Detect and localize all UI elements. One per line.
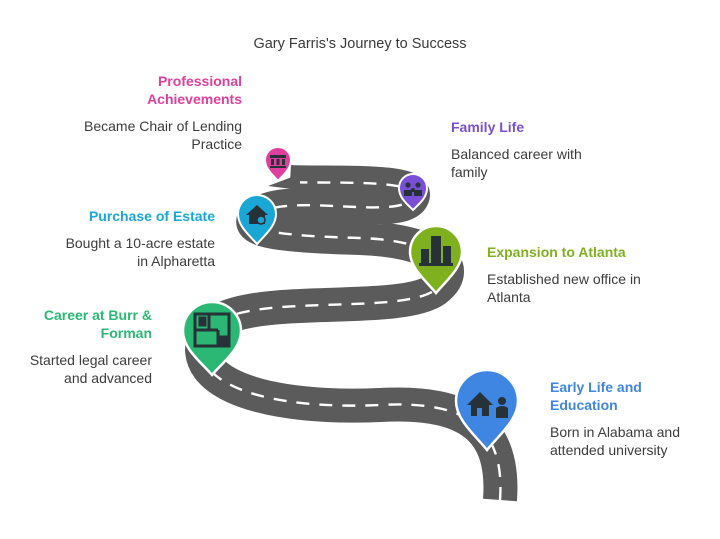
city-icon <box>419 236 453 266</box>
pin-marker <box>397 173 429 212</box>
pin-estate <box>236 194 278 246</box>
pin-burr-forman <box>181 300 243 377</box>
milestone-title: Career at Burr & Forman <box>43 307 152 341</box>
milestone-professional: Professional Achievements Became Chair o… <box>80 72 242 153</box>
milestone-title: Early Life and Education <box>550 379 642 413</box>
milestone-family: Family Life Balanced career with family <box>451 118 616 181</box>
pin-professional <box>263 146 293 183</box>
milestone-title: Purchase of Estate <box>88 208 215 224</box>
pin-early-life <box>454 368 520 453</box>
family-icon <box>404 182 422 196</box>
milestone-title: Expansion to Atlanta <box>487 244 626 260</box>
milestone-description: Started legal career and advanced <box>29 352 152 386</box>
road-end <box>268 174 300 190</box>
pin-atlanta <box>408 224 464 295</box>
building-icon <box>270 155 286 168</box>
milestone-description: Bought a 10-acre estate in Alpharetta <box>65 235 215 269</box>
office-plan-icon <box>193 312 231 348</box>
milestone-burr-forman: Career at Burr & Forman Started legal ca… <box>10 306 152 387</box>
milestone-title: Family Life <box>451 119 525 135</box>
milestone-description: Became Chair of Lending Practice <box>84 118 242 152</box>
diagram-title: Gary Farris's Journey to Success <box>253 36 467 52</box>
milestone-estate: Purchase of Estate Bought a 10-acre esta… <box>60 207 215 270</box>
home-person-icon <box>467 392 508 418</box>
milestone-early-life: Early Life and Education Born in Alabama… <box>550 378 710 459</box>
milestone-description: Balanced career with family <box>451 146 582 180</box>
house-dollar-icon <box>246 205 268 225</box>
milestone-title: Professional Achievements <box>147 73 242 107</box>
milestone-description: Born in Alabama and attended university <box>550 424 680 458</box>
milestone-atlanta: Expansion to Atlanta Established new off… <box>487 243 647 306</box>
pin-family <box>397 173 429 212</box>
milestone-description: Established new office in Atlanta <box>487 271 641 305</box>
pin-marker <box>181 300 243 377</box>
